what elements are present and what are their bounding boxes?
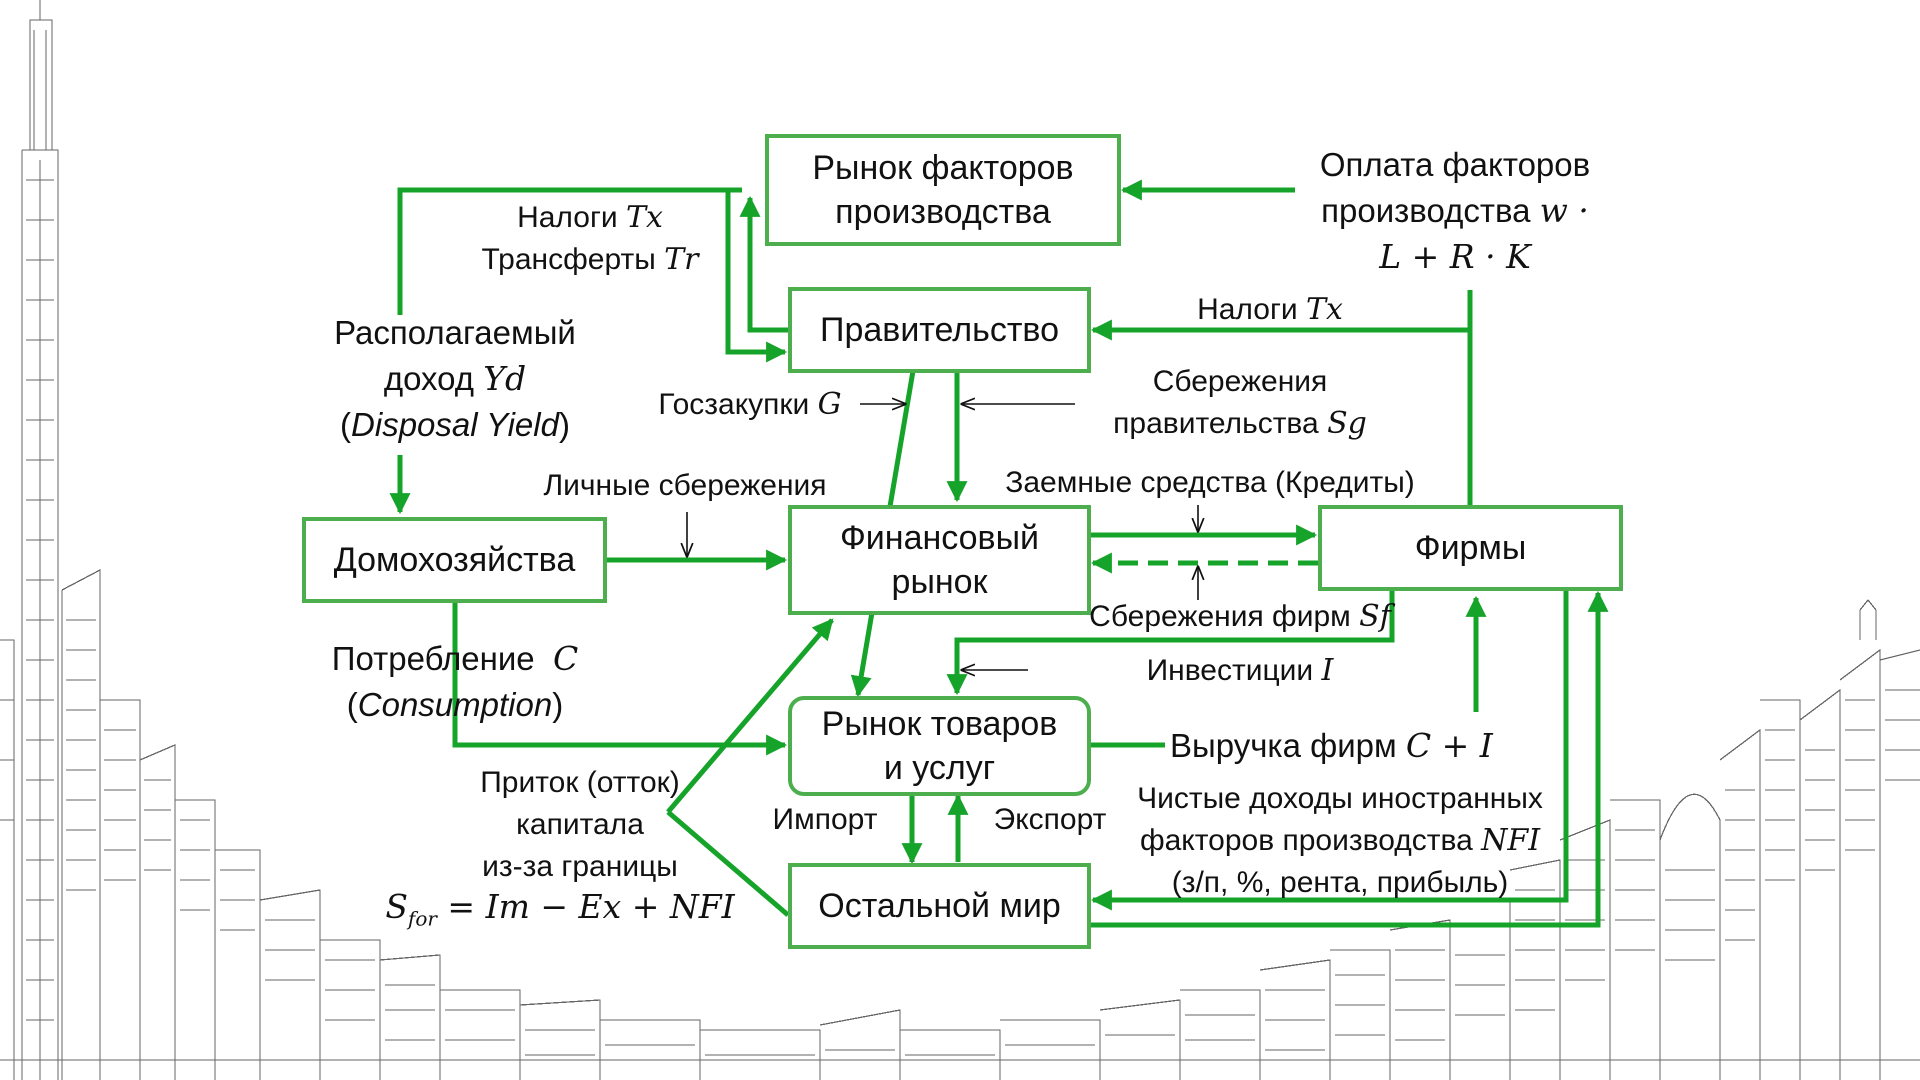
revenue-label: Выручка фирм C + I xyxy=(1170,723,1530,769)
export-label: Экспорт xyxy=(993,803,1107,836)
investment-text: Инвестиции xyxy=(1146,654,1314,687)
taxes-label-left: Налоги xyxy=(517,201,618,234)
firm-savings-var: Sf xyxy=(1359,599,1391,634)
disposable-income-en: Disposal Yield xyxy=(351,406,559,443)
arrow-world-to-firms xyxy=(1090,590,1609,928)
arrow-firms-to-goods-investment xyxy=(946,590,1395,696)
financial-market-box: Финансовый рынок xyxy=(788,505,1091,615)
rest-of-world-box: Остальной мир xyxy=(788,863,1091,949)
factor-market-box: Рынок факторов производства xyxy=(765,134,1121,246)
disposable-income-label: Располагаемый доход Yd (Disposal Yield) xyxy=(300,310,610,448)
consumption-en: Consumption xyxy=(357,686,553,723)
transfers-var: Tr xyxy=(664,242,699,277)
loans-label: Заемные средства (Кредиты) xyxy=(1005,466,1415,499)
nfi-line2: факторов производства xyxy=(1139,824,1473,857)
taxes-var-right: Tx xyxy=(1305,292,1343,327)
arrow-households-to-goods xyxy=(452,602,788,756)
factor-payment-line1: Оплата факторов xyxy=(1319,146,1591,183)
factor-payment-var1: w · xyxy=(1539,191,1589,230)
factor-payment-line2: производства xyxy=(1321,192,1531,229)
taxes-label-right: Налоги xyxy=(1197,293,1298,326)
pointer-arrows xyxy=(687,404,1198,670)
disposable-income-var: Yd xyxy=(483,359,527,398)
households-box: Домохозяйства xyxy=(302,517,607,603)
goods-market-box: Рынок товаров и услуг xyxy=(788,696,1091,796)
factor-payment-label: Оплата факторов производства w · L + R ·… xyxy=(1290,142,1620,280)
nfi-line1: Чистые доходы иностранных xyxy=(1137,782,1543,815)
gov-savings-var: Sg xyxy=(1327,406,1367,441)
revenue-var: C + I xyxy=(1405,726,1493,765)
arrow-gov-to-factor xyxy=(739,195,790,333)
arrow-firms-to-world xyxy=(1090,590,1569,911)
firms-box: Фирмы xyxy=(1318,505,1623,591)
government-box: Правительство xyxy=(788,287,1091,373)
import-label: Импорт xyxy=(772,803,878,836)
gov-savings-line1: Сбережения xyxy=(1152,365,1328,398)
capital-flow-formula-sub: for xyxy=(407,906,437,931)
consumption-text: Потребление xyxy=(331,640,535,677)
taxes-var-left: Tx xyxy=(625,200,663,235)
transfers-label: Трансферты xyxy=(481,243,656,276)
firm-savings-label: Сбережения фирм Sf xyxy=(1085,596,1395,638)
gov-savings-label: Сбережения правительства Sg xyxy=(1095,361,1385,445)
gov-purchases-label: Госзакупки G xyxy=(640,384,860,426)
revenue-text: Выручка фирм xyxy=(1170,727,1397,764)
investment-label: Инвестиции I xyxy=(1130,650,1350,692)
factor-payment-formula: L + R · K xyxy=(1379,237,1531,276)
capital-flow-formula: Sfor = Im − Ex + NFI xyxy=(385,887,735,931)
capital-flow-line3: из-за границы xyxy=(482,850,678,883)
capital-flow-line1: Приток (отток) xyxy=(480,766,680,799)
firm-savings-text: Сбережения фирм xyxy=(1089,600,1351,633)
gov-purchases-text: Госзакупки xyxy=(658,388,810,421)
capital-flow-label: Приток (отток) капитала из-за границы xyxy=(430,762,730,888)
nfi-label: Чистые доходы иностранных факторов произ… xyxy=(1130,778,1550,904)
disposable-income-line2: доход xyxy=(383,360,475,397)
arrow-factor-to-households xyxy=(397,187,742,315)
gov-purchases-var: G xyxy=(817,387,842,422)
arrow-factor-to-gov xyxy=(725,187,788,363)
investment-var: I xyxy=(1321,653,1334,688)
capital-flow-line2: капитала xyxy=(516,808,644,841)
consumption-label: Потребление C (Consumption) xyxy=(331,639,579,723)
taxes-transfers-label: Налоги Tx Трансферты Tr xyxy=(470,197,710,281)
disposable-income-line1: Располагаемый xyxy=(334,314,576,351)
taxes-right-label: Налоги Tx xyxy=(1170,289,1370,331)
arrow-world-to-capital xyxy=(666,810,790,917)
consumption-var: C xyxy=(552,639,579,678)
arrow-capital-to-finmarket xyxy=(666,618,834,814)
gov-savings-line2: правительства xyxy=(1113,407,1319,440)
nfi-var: NFI xyxy=(1481,823,1541,858)
nfi-line3: (з/п, %, рента, прибыль) xyxy=(1171,866,1509,899)
connectors xyxy=(389,179,1609,928)
personal-savings-label: Личные сбережения xyxy=(543,469,827,502)
